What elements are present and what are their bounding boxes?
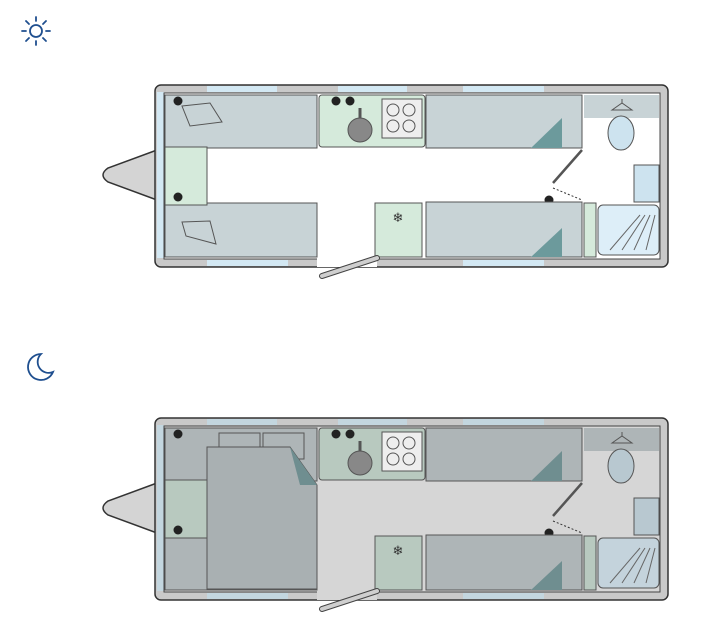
window — [207, 260, 288, 266]
pillow — [181, 220, 217, 245]
hob — [381, 98, 423, 139]
snowflake-icon: ❄ — [393, 211, 404, 226]
shelf — [583, 202, 597, 258]
socket-icon — [173, 525, 183, 535]
burner — [386, 119, 400, 133]
burner — [386, 103, 400, 117]
shower-hatch — [645, 214, 656, 251]
window — [207, 86, 277, 92]
bed-corner-fold — [290, 447, 317, 485]
shower-hatch — [633, 214, 651, 251]
window — [463, 419, 544, 425]
shower-hatch — [621, 214, 646, 251]
front-chest — [164, 146, 208, 206]
sink — [347, 450, 373, 476]
pillow — [181, 102, 223, 127]
washbasin — [633, 164, 660, 203]
shower-hatch — [633, 547, 651, 584]
door-opening — [317, 591, 377, 600]
wardrobe-shelf — [584, 428, 659, 451]
burner — [402, 103, 416, 117]
sun-icon — [21, 16, 51, 46]
front-chest — [164, 479, 208, 539]
shower-hatch — [621, 547, 646, 584]
toilet — [607, 115, 635, 151]
washroom-door — [552, 482, 583, 517]
bed-corner-fold — [531, 118, 562, 148]
floor-plan-night: ❄ — [102, 417, 669, 612]
wardrobe-shelf — [584, 95, 659, 118]
door-opening — [317, 258, 377, 267]
washroom-door — [552, 149, 583, 184]
shower-tray — [597, 537, 660, 589]
shower-tray — [597, 204, 660, 256]
shower-hatch — [609, 547, 641, 584]
burner — [386, 436, 400, 450]
hanger-icon — [610, 99, 634, 111]
window — [338, 419, 407, 425]
burner — [386, 452, 400, 466]
hob — [381, 431, 423, 472]
socket-icon — [331, 429, 341, 439]
bed-corner-fold — [531, 228, 562, 257]
shelf — [583, 535, 597, 591]
double-bed — [206, 446, 318, 590]
socket-icon — [331, 96, 341, 106]
burner — [402, 452, 416, 466]
sink — [347, 117, 373, 143]
door-swing — [552, 520, 583, 534]
socket-icon — [173, 192, 183, 202]
burner — [402, 119, 416, 133]
door-swing — [552, 187, 583, 201]
bed-corner-fold — [531, 451, 562, 481]
front-seat-upper — [164, 94, 318, 149]
front-seat-lower — [164, 202, 318, 258]
entry-door-fill — [320, 256, 379, 278]
washbasin — [633, 497, 660, 536]
tow-hitch — [102, 148, 158, 202]
toilet — [607, 448, 635, 484]
socket-icon — [345, 96, 355, 106]
window — [157, 425, 164, 591]
socket-icon — [173, 96, 183, 106]
tow-hitch — [102, 481, 158, 535]
window — [207, 593, 288, 599]
fridge-unit — [374, 202, 423, 258]
shower-hatch — [645, 547, 656, 584]
window — [207, 419, 277, 425]
burner — [402, 436, 416, 450]
floor-plan-day: ❄ — [102, 84, 669, 279]
moon-icon — [27, 353, 55, 381]
window — [463, 593, 544, 599]
socket-icon — [173, 429, 183, 439]
fridge-unit — [374, 535, 423, 591]
hanger-icon — [610, 432, 634, 444]
bed-corner-fold — [531, 561, 562, 590]
socket-icon — [345, 429, 355, 439]
window — [157, 92, 164, 258]
window — [338, 86, 407, 92]
window — [463, 86, 544, 92]
shower-hatch — [609, 214, 641, 251]
snowflake-icon: ❄ — [393, 544, 404, 559]
window — [463, 260, 544, 266]
entry-door-fill — [320, 589, 379, 611]
